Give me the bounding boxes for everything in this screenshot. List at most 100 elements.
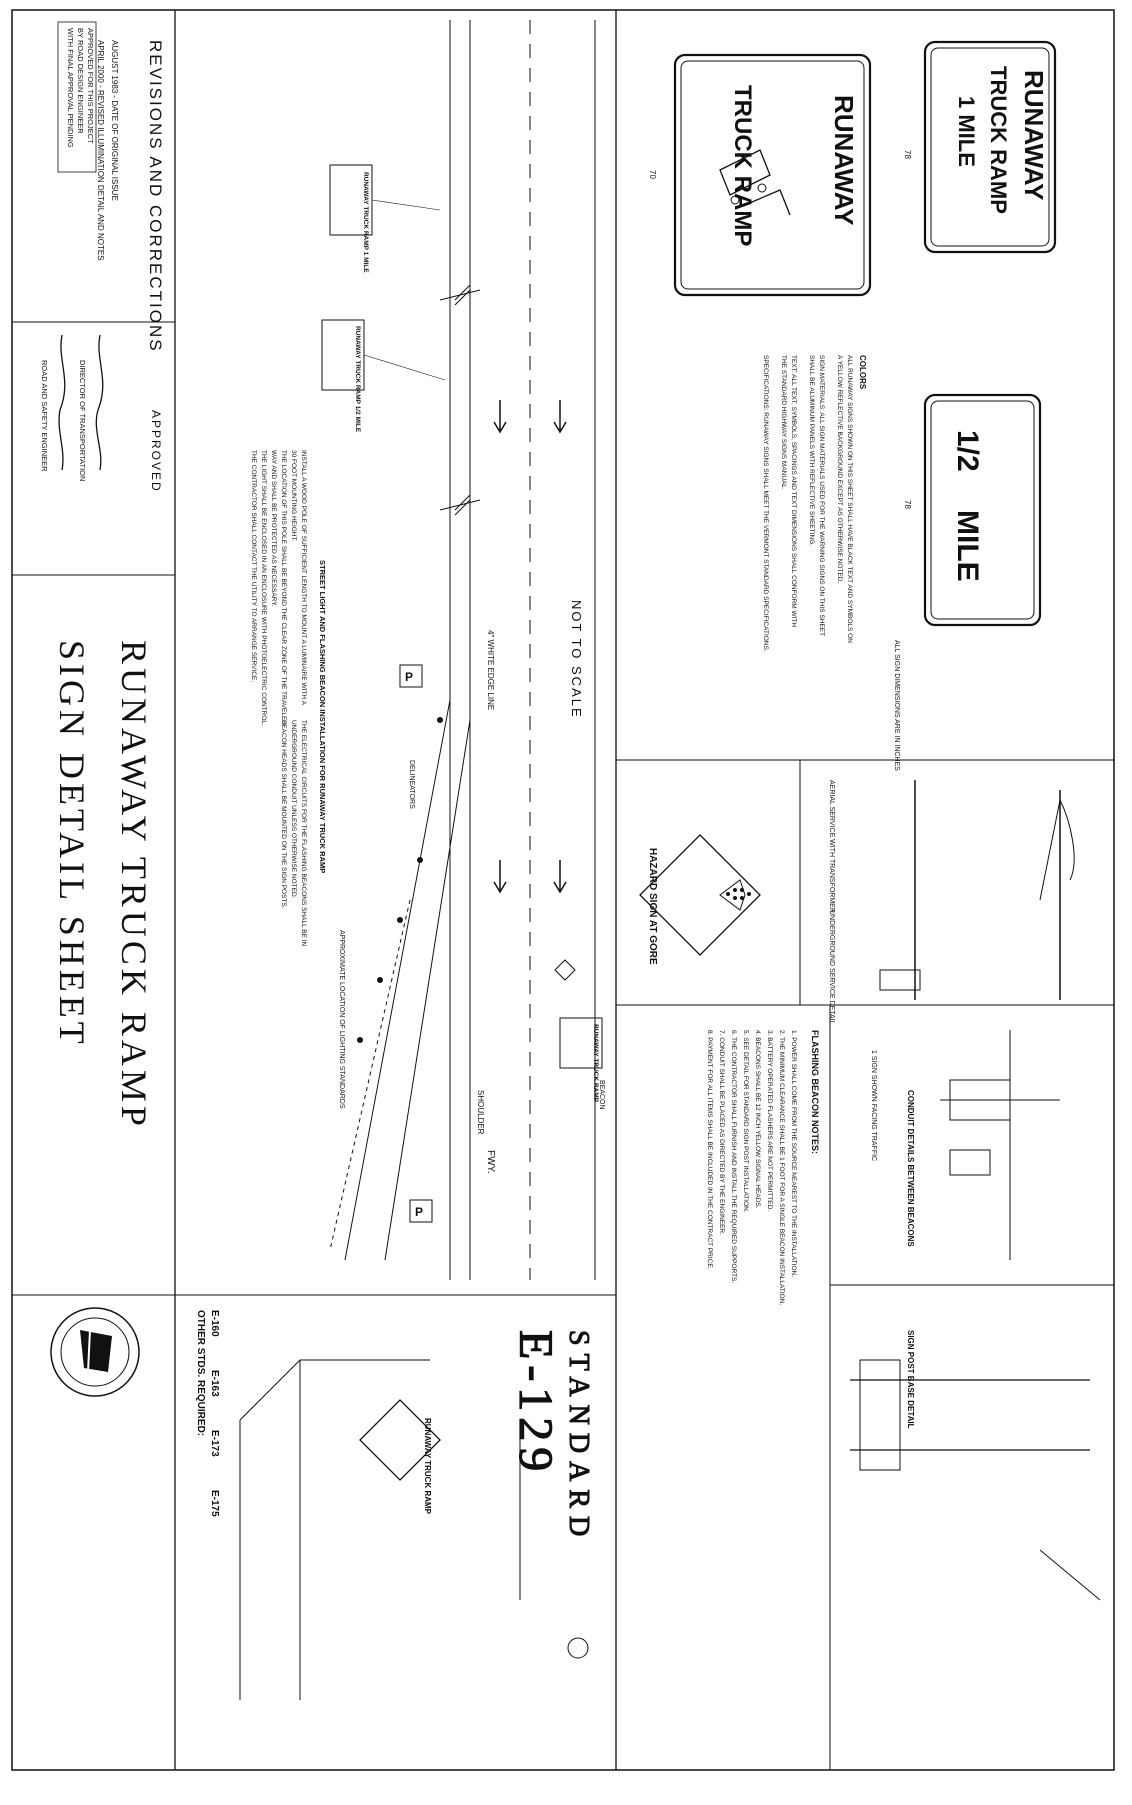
pole-label-2: UNDERGROUND SERVICE DETAIL	[828, 910, 835, 1025]
hazard-marker-icon	[726, 888, 751, 900]
pole-detail: AERIAL SERVICE WITH TRANSFORMER UNDERGRO…	[828, 780, 1075, 1025]
other-std-1: E-160	[209, 1310, 220, 1337]
revision-line-1: AUGUST 1983 - DATE OF ORIGINAL ISSUE	[110, 40, 119, 201]
beacon-note-1: 1. POWER SHALL COME FROM THE SOURCE NEAR…	[790, 1030, 797, 1277]
hazard-outline	[639, 834, 761, 956]
sign-post-title: SIGN POST BASE DETAIL	[906, 1330, 915, 1429]
p-symbol: P	[415, 1205, 423, 1219]
beacon-note-5: 5. SEE DETAIL FOR STANDARD SIGN POST INS…	[742, 1030, 749, 1213]
sheet-title-line-1: RUNAWAY TRUCK RAMP	[114, 640, 154, 1130]
p-sign	[409, 1199, 433, 1223]
gore-lines	[239, 1359, 430, 1700]
ramp-centerline	[329, 899, 411, 1251]
lighting-notes-heading: STREET LIGHT AND FLASHING BEACON INSTALL…	[318, 560, 327, 873]
lighting-note-left-6: THE CONTRACTOR SHALL CONTACT THE UTILITY…	[250, 450, 257, 682]
beacon-note-8: 8. PAYMENT FOR ALL ITEMS SHALL BE INCLUD…	[706, 1030, 713, 1270]
lighting-note-left-2: 30 FOOT MOUNTING HEIGHT.	[290, 450, 297, 542]
gore-ramp-label: RUNAWAY TRUCK RAMP	[423, 1418, 432, 1515]
approval-box	[57, 21, 97, 173]
revision-line-2: APRIL 2000 - REVISED ILLUMINATION DETAIL…	[96, 40, 105, 261]
sign-1-mile-text: RUNAWAY TRUCK RAMP 1 MILE	[954, 66, 1049, 214]
revisions-block: REVISIONS AND CORRECTIONS AUGUST 1983 - …	[96, 40, 165, 353]
lighting-note-right-2: UNDERGROUND CONDUIT UNLESS OTHERWISE NOT…	[290, 720, 297, 899]
lighting-note-left-1: INSTALL A WOOD POLE OF SUFFICIENT LENGTH…	[300, 450, 307, 706]
approved-block: APPROVED	[149, 410, 163, 493]
colors-line-7: SPECIFICATIONS: RUNAWAY SIGNS SHALL MEET…	[762, 355, 769, 652]
other-stds: OTHER STDS. REQUIRED: E-160 E-163 E-173 …	[195, 1310, 220, 1517]
revisions-heading: REVISIONS AND CORRECTIONS	[146, 40, 165, 353]
beacon-notes: FLASHING BEACON NOTES: 1. POWER SHALL CO…	[706, 1030, 820, 1305]
ramp-edge-2	[384, 719, 471, 1261]
p-sign	[399, 664, 423, 688]
gore-detail: RUNAWAY TRUCK RAMP	[239, 1359, 589, 1700]
not-to-scale: NOT TO SCALE	[569, 600, 584, 719]
sign-1-mile-line-2: TRUCK RAMP	[986, 66, 1011, 214]
delineators-label: DELINEATORS	[408, 760, 415, 809]
ramp-edge-1	[344, 699, 451, 1261]
lighting-note-right-1: THE ELECTRICAL CIRCUITS FOR THE FLASHING…	[300, 720, 307, 947]
sign-ramp-line-1: RUNAWAY	[829, 95, 859, 226]
lighting-note-left-4: WAY AND SHALL BE PROTECTED AS NECESSARY.	[270, 450, 277, 607]
truck-ramp-icon	[719, 149, 791, 216]
sign-ramp-line-2: TRUCK RAMP	[729, 85, 756, 246]
sign-half-mile-fraction: 1/2	[951, 430, 984, 472]
other-std-3: E-173	[209, 1430, 220, 1457]
mini-sign-1-mile-text: RUNAWAY TRUCK RAMP 1 MILE	[362, 172, 369, 273]
arrow-icon	[493, 860, 507, 894]
light-pole-icon	[377, 977, 383, 983]
signer-2: ROAD AND SAFETY ENGINEER	[40, 360, 49, 472]
signer-1-title: DIRECTOR OF TRANSPORTATION	[78, 360, 87, 481]
other-stds-label: OTHER STDS. REQUIRED:	[195, 1310, 206, 1436]
sign-half-mile-word: MILE	[951, 510, 984, 582]
light-pole-icon	[397, 917, 403, 923]
arrow-icon	[553, 860, 567, 894]
sign-1-mile	[923, 40, 1057, 254]
beacon-note-7: 7. CONDUIT SHALL BE PLACED AS DIRECTED B…	[718, 1030, 725, 1235]
hazard-title: HAZARD SIGN AT GORE	[647, 848, 658, 965]
colors-line-1: ALL RUNAWAY SIGNS SHOWN ON THIS SHEET SH…	[846, 355, 853, 643]
colors-line-6: THE STANDARD HIGHWAY SIGNS MANUAL.	[780, 355, 787, 490]
light-pole-icon	[417, 857, 423, 863]
p-symbol: P	[405, 670, 413, 684]
ramp-diamond-sign	[359, 1399, 441, 1481]
approval-box-line-1: APPROVED FOR THIS PROJECT	[86, 28, 95, 144]
beacon-note-6: 6. THE CONTRACTOR SHALL FURNISH AND INST…	[730, 1030, 737, 1283]
break-line-1	[439, 284, 481, 306]
sign-half-mile-text: 1/2 MILE	[951, 430, 984, 582]
signer-2-title: ROAD AND SAFETY ENGINEER	[40, 360, 49, 472]
lighting-note-left-5: THE LIGHT SHALL BE ENCLOSED IN AN ENCLOS…	[260, 450, 267, 726]
beacon-icon	[567, 1637, 589, 1659]
beacon-note-3: 3. BATTERY OPERATED FLASHERS ARE NOT PER…	[766, 1030, 773, 1211]
standard-number: E-129	[509, 1330, 562, 1477]
signature-2	[58, 334, 66, 471]
approx-location-label: APPROXIMATE LOCATION OF LIGHTING STANDAR…	[338, 930, 345, 1109]
sign-ramp	[673, 53, 872, 297]
signer-1: DIRECTOR OF TRANSPORTATION	[78, 360, 87, 481]
mini-sign-ramp-text: RUNAWAY TRUCK RAMP	[592, 1024, 599, 1103]
standard-block: STANDARD E-129	[508, 1329, 594, 1544]
standard-word: STANDARD	[563, 1330, 594, 1544]
hazard-diamond-icon	[554, 959, 576, 981]
lighting-notes: STREET LIGHT AND FLASHING BEACON INSTALL…	[250, 450, 327, 947]
sign-1-mile-line-1: RUNAWAY	[1019, 70, 1049, 201]
sign-half-mile-width: 78	[903, 500, 912, 509]
leader-line	[371, 199, 441, 211]
conduit-detail: CONDUIT DETAILS BETWEEN BEACONS 1 SIGN S…	[870, 1030, 1060, 1260]
sign-ramp-width: 70	[648, 170, 657, 179]
colors-line-5: TEXT: ALL TEXT, SYMBOLS, SPACINGS AND TE…	[790, 355, 797, 627]
colors-line-3: SIGN MATERIALS: ALL SIGN MATERIALS USED …	[818, 355, 825, 636]
approved-heading: APPROVED	[149, 410, 163, 493]
break-line-2	[439, 494, 481, 516]
approval-box-line-2: BY ROAD DESIGN ENGINEER	[76, 28, 85, 134]
light-pole-icon	[437, 717, 443, 723]
shoulder-label: SHOULDER	[476, 1090, 485, 1135]
lighting-note-left-3: THE LOCATION OF THIS POLE SHALL BE BEYON…	[280, 450, 287, 725]
signature-1	[95, 334, 104, 471]
colors-line-4: SHALL BE ALUMINUM PANELS WITH REFLECTIVE…	[808, 355, 815, 546]
beacon-note-4: 4. BEACONS SHALL BE 12 INCH YELLOW SIGNA…	[754, 1030, 761, 1209]
mini-sign-half-mile-text: RUNAWAY TRUCK RAMP 1/2 MILE	[354, 326, 361, 433]
mini-sign-ramp	[559, 1017, 603, 1069]
colors-notes: COLORS ALL RUNAWAY SIGNS SHOWN ON THIS S…	[762, 355, 867, 652]
